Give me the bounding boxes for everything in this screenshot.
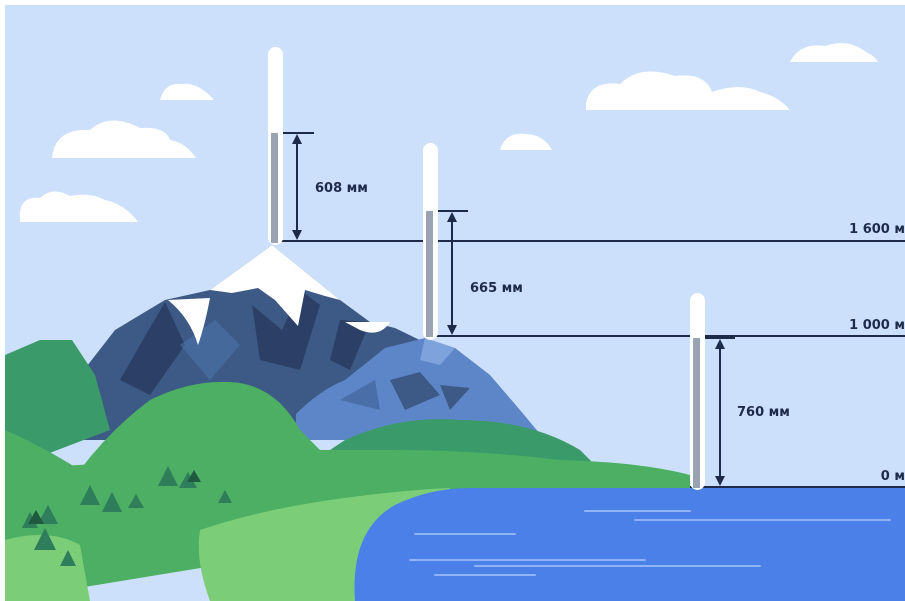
mountain-shadow [330, 320, 370, 370]
altitude-levels [275, 240, 905, 488]
tree [158, 466, 178, 486]
tree [179, 472, 197, 488]
arrow-head-up [292, 134, 302, 144]
cloud [52, 120, 196, 158]
cloud [500, 133, 552, 150]
arrow-head-up [715, 339, 725, 349]
clouds [20, 43, 878, 222]
snow-cap [168, 245, 390, 345]
hill-facet [390, 372, 440, 410]
tree [38, 505, 58, 524]
cloud [160, 83, 214, 100]
tree [60, 550, 76, 566]
snow [210, 245, 340, 326]
sea [354, 488, 905, 601]
mercury-column [271, 133, 278, 243]
cloud [20, 191, 138, 222]
barometer-reading-1000: 665 мм [470, 281, 523, 296]
level-label-0: 0 м [881, 469, 905, 484]
mountain-shadow [120, 302, 185, 395]
arrow-head-down [447, 325, 457, 335]
mercury-column [426, 211, 433, 337]
barometer-reading-0: 760 мм [737, 405, 790, 420]
green-hills [5, 340, 690, 601]
tree [102, 492, 122, 512]
tree [128, 494, 144, 508]
hill-dark-green [5, 340, 110, 470]
hill-facet [440, 385, 470, 410]
arrow-head-down [292, 230, 302, 240]
tree [80, 485, 100, 505]
trees [22, 466, 232, 566]
mountain-shadow [252, 290, 320, 370]
tree [187, 470, 201, 482]
tree [34, 528, 56, 550]
barometer-reading-1600: 608 мм [315, 181, 368, 196]
mercury-column [693, 338, 700, 488]
blue-hill [296, 338, 545, 440]
hill-facet [420, 338, 455, 365]
snow [345, 322, 390, 333]
snow [168, 298, 210, 345]
waves [409, 510, 891, 576]
level-label-1600: 1 600 м [849, 222, 905, 237]
cloud [586, 71, 790, 110]
cloud [790, 43, 878, 62]
barometer-1600: 608 мм [268, 47, 368, 245]
water [354, 488, 905, 601]
level-label-1000: 1 000 м [849, 318, 905, 333]
tree [28, 510, 44, 524]
barometer-1000: 665 мм [423, 143, 523, 340]
tree [218, 490, 232, 503]
arrow-head-up [447, 212, 457, 222]
arrow-head-down [715, 476, 725, 486]
hill-facet [340, 380, 380, 410]
barometer-0: 760 мм [690, 293, 790, 490]
